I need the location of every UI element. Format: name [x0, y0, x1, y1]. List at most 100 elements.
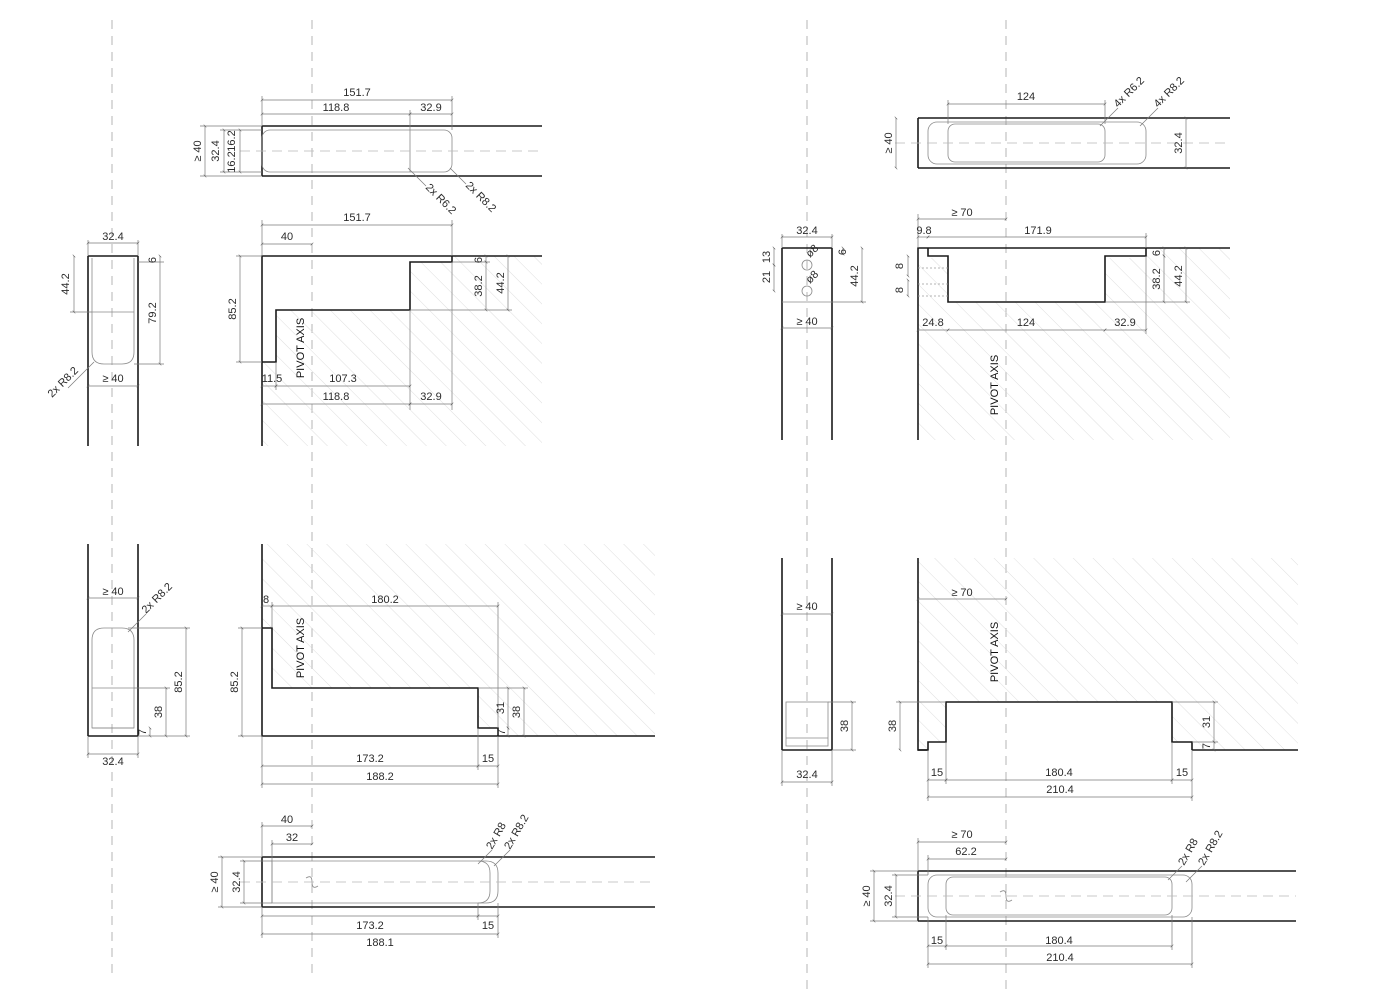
bl-end-d7: 7: [137, 729, 149, 735]
bl-top-view: 40 32 2x R8 2x R8.2 ≥ 40 32.4 173.2 15 1…: [209, 813, 655, 949]
br-top-d15: 15: [931, 935, 943, 947]
br-end-d38: 38: [839, 720, 851, 732]
br-sec-ge70: ≥ 70: [951, 587, 972, 599]
tl-sec-d107: 107.3: [329, 373, 357, 385]
tr-end-d13: 13: [761, 251, 773, 263]
bl-pivot-label: PIVOT AXIS: [295, 618, 307, 678]
bl-section: 8 180.2 85.2 31 38 7 173.2 15 188.2 PIVO…: [229, 544, 655, 788]
tl-sec-d40: 40: [281, 231, 293, 243]
bl-end-r82: 2x R8.2: [140, 581, 175, 616]
axis-lines: [111, 20, 1007, 990]
br-end-d32-4: 32.4: [796, 769, 817, 781]
bl-sec-d38: 38: [511, 706, 523, 718]
br-end-ge40: ≥ 40: [796, 601, 817, 613]
br-pivot-label: PIVOT AXIS: [989, 622, 1001, 682]
br-top-r82: 2x R8.2: [1196, 829, 1225, 868]
bl-sec-d7: 7: [496, 729, 508, 735]
tr-sec-d24: 24.8: [922, 317, 943, 329]
tr-top-d32-4: 32.4: [1173, 132, 1185, 153]
tl-top-d32-9: 32.9: [420, 102, 441, 114]
tr-end-d32-4: 32.4: [796, 225, 817, 237]
bl-end-ge40: ≥ 40: [102, 586, 123, 598]
tl-sec-d118: 118.8: [323, 391, 350, 403]
tr-sec-d9: 9.8: [916, 225, 931, 237]
bl-sec-d188: 188.2: [366, 771, 394, 783]
bl-top-d173: 173.2: [356, 920, 384, 932]
tr-end-d44: 44.2: [849, 265, 861, 286]
br-top-ge70: ≥ 70: [951, 829, 972, 841]
tl-top-d32-4: 32.4: [210, 140, 222, 161]
tl-end-d44: 44.2: [60, 273, 72, 294]
bl-top-d32-4: 32.4: [231, 871, 243, 892]
tr-end-d21: 21: [761, 271, 773, 283]
tr-end-o8a: ø8: [804, 243, 822, 261]
tl-top-d16b: 16.2: [226, 151, 238, 172]
br-section: ≥ 70 38 31 7 15 180.4 15 210.4 PIVOT AXI…: [887, 558, 1298, 801]
br-end-view: ≥ 40 38 32.4: [780, 558, 856, 786]
tl-top-view: 151.7 118.8 32.9 ≥ 40 32.4 16.2 16.2 2x …: [192, 87, 542, 217]
br-sec-d7: 7: [1201, 743, 1213, 749]
tl-end-d32-4: 32.4: [102, 231, 123, 243]
br-top-d210: 210.4: [1046, 952, 1074, 964]
tr-top-r62: 4x R6.2: [1112, 75, 1147, 110]
tr-section: ≥ 70 9.8 171.9 8 8 6 38.2 44.2 24.8 124 …: [894, 207, 1230, 440]
bl-top-d188: 188.1: [366, 937, 394, 949]
br-top-d32-4: 32.4: [883, 885, 895, 906]
tl-sec-d44: 44.2: [495, 272, 507, 293]
br-top-ge40: ≥ 40: [861, 885, 873, 906]
tr-end-ge40: ≥ 40: [796, 316, 817, 328]
tl-top-d151: 151.7: [343, 87, 371, 99]
bl-sec-d173: 173.2: [356, 753, 384, 765]
tr-end-o8b: ø8: [804, 269, 822, 287]
bl-sec-d180: 180.2: [371, 594, 399, 606]
tr-sec-ge70: ≥ 70: [951, 207, 972, 219]
tl-sec-d11: 11.5: [262, 373, 283, 385]
tr-sec-d171: 171.9: [1024, 225, 1052, 237]
br-sec-d15a: 15: [931, 767, 943, 779]
tr-pivot-label: PIVOT AXIS: [989, 355, 1001, 415]
br-sec-d180: 180.4: [1045, 767, 1073, 779]
bl-end-d85: 85.2: [173, 671, 185, 692]
bl-sec-d15: 15: [482, 753, 494, 765]
tr-end-view: 32.4 13 21 6 44.2 ø8 ø8 ≥ 40: [761, 225, 866, 440]
tr-sec-d6: 6: [1151, 250, 1163, 256]
tr-sec-d44: 44.2: [1173, 265, 1185, 286]
tr-top-d124: 124: [1017, 91, 1035, 103]
tr-sec-d38: 38.2: [1151, 268, 1163, 289]
tl-top-ge40: ≥ 40: [192, 140, 204, 161]
tl-section: 151.7 40 85.2 6 38.2 44.2 11.5 107.3 118…: [227, 212, 542, 446]
bl-top-d15: 15: [482, 920, 494, 932]
tr-sec-d32-9: 32.9: [1114, 317, 1135, 329]
tr-sec-d8a: 8: [894, 263, 906, 269]
br-top-d180: 180.4: [1045, 935, 1073, 947]
tl-end-r82: 2x R8.2: [46, 365, 81, 400]
br-top-view: ≥ 70 62.2 2x R8 2x R8.2 ≥ 40 32.4 15 180…: [861, 829, 1296, 968]
tl-top-d16a: 16.2: [226, 130, 238, 151]
tr-end-d6: 6: [837, 249, 849, 255]
tl-end-d79: 79.2: [147, 302, 159, 323]
br-top-d62: 62.2: [955, 846, 976, 858]
tl-end-view: 32.4 44.2 6 79.2 ≥ 40 2x R8.2: [46, 231, 164, 446]
bl-top-d40: 40: [281, 814, 293, 826]
br-sec-d31: 31: [1201, 716, 1213, 728]
bl-end-d32-4: 32.4: [102, 756, 123, 768]
tr-top-ge40: ≥ 40: [883, 132, 895, 153]
bl-top-r82: 2x R8.2: [502, 813, 531, 852]
tl-sec-d38: 38.2: [473, 275, 485, 296]
bl-end-view: ≥ 40 2x R8.2 85.2 38 7 32.4: [86, 544, 190, 768]
bl-sec-d85: 85.2: [229, 671, 241, 692]
tr-sec-d8b: 8: [894, 287, 906, 293]
bl-sec-d8: 8: [263, 594, 269, 606]
br-sec-d38: 38: [887, 720, 899, 732]
br-sec-d210: 210.4: [1046, 784, 1074, 796]
tl-sec-d151: 151.7: [343, 212, 371, 224]
tl-top-r62: 2x R6.2: [423, 182, 458, 217]
bl-top-ge40: ≥ 40: [209, 871, 221, 892]
tr-top-r82: 4x R8.2: [1152, 75, 1187, 110]
tl-top-r82: 2x R8.2: [463, 180, 498, 215]
tr-top-view: 124 4x R6.2 4x R8.2 ≥ 40 32.4: [883, 75, 1230, 170]
bl-sec-d31: 31: [495, 702, 507, 714]
tl-pivot-label: PIVOT AXIS: [295, 318, 307, 378]
bl-end-d38: 38: [153, 706, 165, 718]
